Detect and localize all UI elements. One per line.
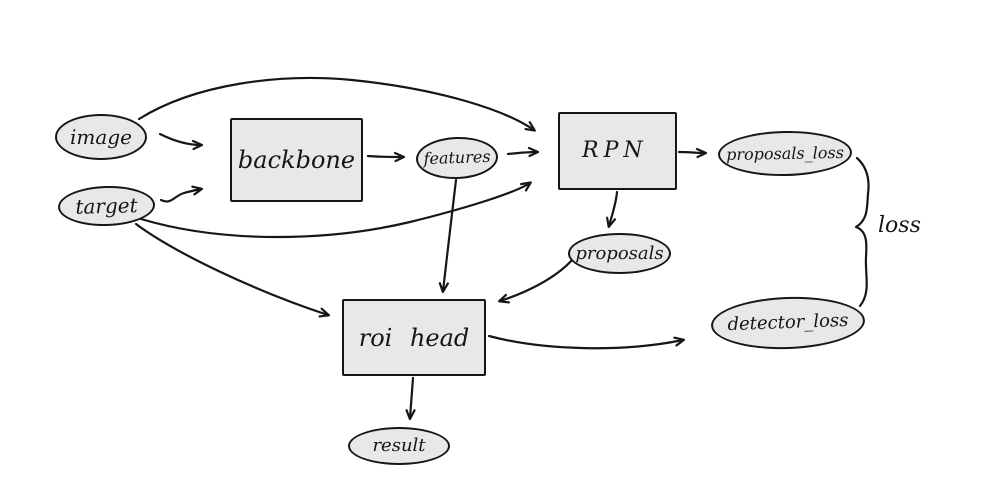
node-result-label: result bbox=[372, 435, 426, 456]
edge-target-backbone bbox=[159, 185, 204, 203]
loss-brace-label: loss bbox=[878, 213, 921, 238]
node-proposals-label: proposals bbox=[575, 242, 664, 264]
node-target-label: target bbox=[75, 193, 138, 219]
node-rpn: RPN bbox=[558, 112, 677, 190]
edge-backbone-features bbox=[366, 151, 406, 163]
node-roi-head: roi head bbox=[342, 299, 486, 376]
node-detector-loss-label: detector_loss bbox=[727, 309, 849, 336]
edge-rpn-proposals bbox=[606, 190, 619, 229]
node-backbone-label: backbone bbox=[237, 146, 356, 174]
edge-rpn-proposals-loss bbox=[677, 147, 708, 159]
edge-image-backbone bbox=[158, 132, 204, 151]
edge-target-roi-head bbox=[134, 222, 331, 318]
edge-features-roi-head bbox=[438, 178, 458, 294]
node-backbone: backbone bbox=[230, 118, 363, 202]
edge-image-rpn bbox=[137, 76, 536, 132]
node-proposals: proposals bbox=[568, 233, 671, 274]
node-image: image bbox=[55, 114, 147, 160]
node-proposals-loss-label: proposals_loss bbox=[726, 142, 844, 164]
edge-features-rpn bbox=[506, 146, 540, 158]
node-roi-head-label: roi head bbox=[358, 323, 470, 352]
loss-brace bbox=[854, 156, 870, 308]
edge-roi-head-result bbox=[405, 376, 416, 421]
edge-target-rpn bbox=[139, 181, 532, 239]
edge-proposals-roi-head bbox=[497, 257, 575, 304]
node-rpn-label: RPN bbox=[582, 138, 648, 163]
node-image-label: image bbox=[70, 125, 132, 149]
edge-roi-head-detector-loss bbox=[487, 334, 686, 350]
node-features-label: features bbox=[423, 146, 491, 169]
node-result: result bbox=[348, 427, 450, 465]
